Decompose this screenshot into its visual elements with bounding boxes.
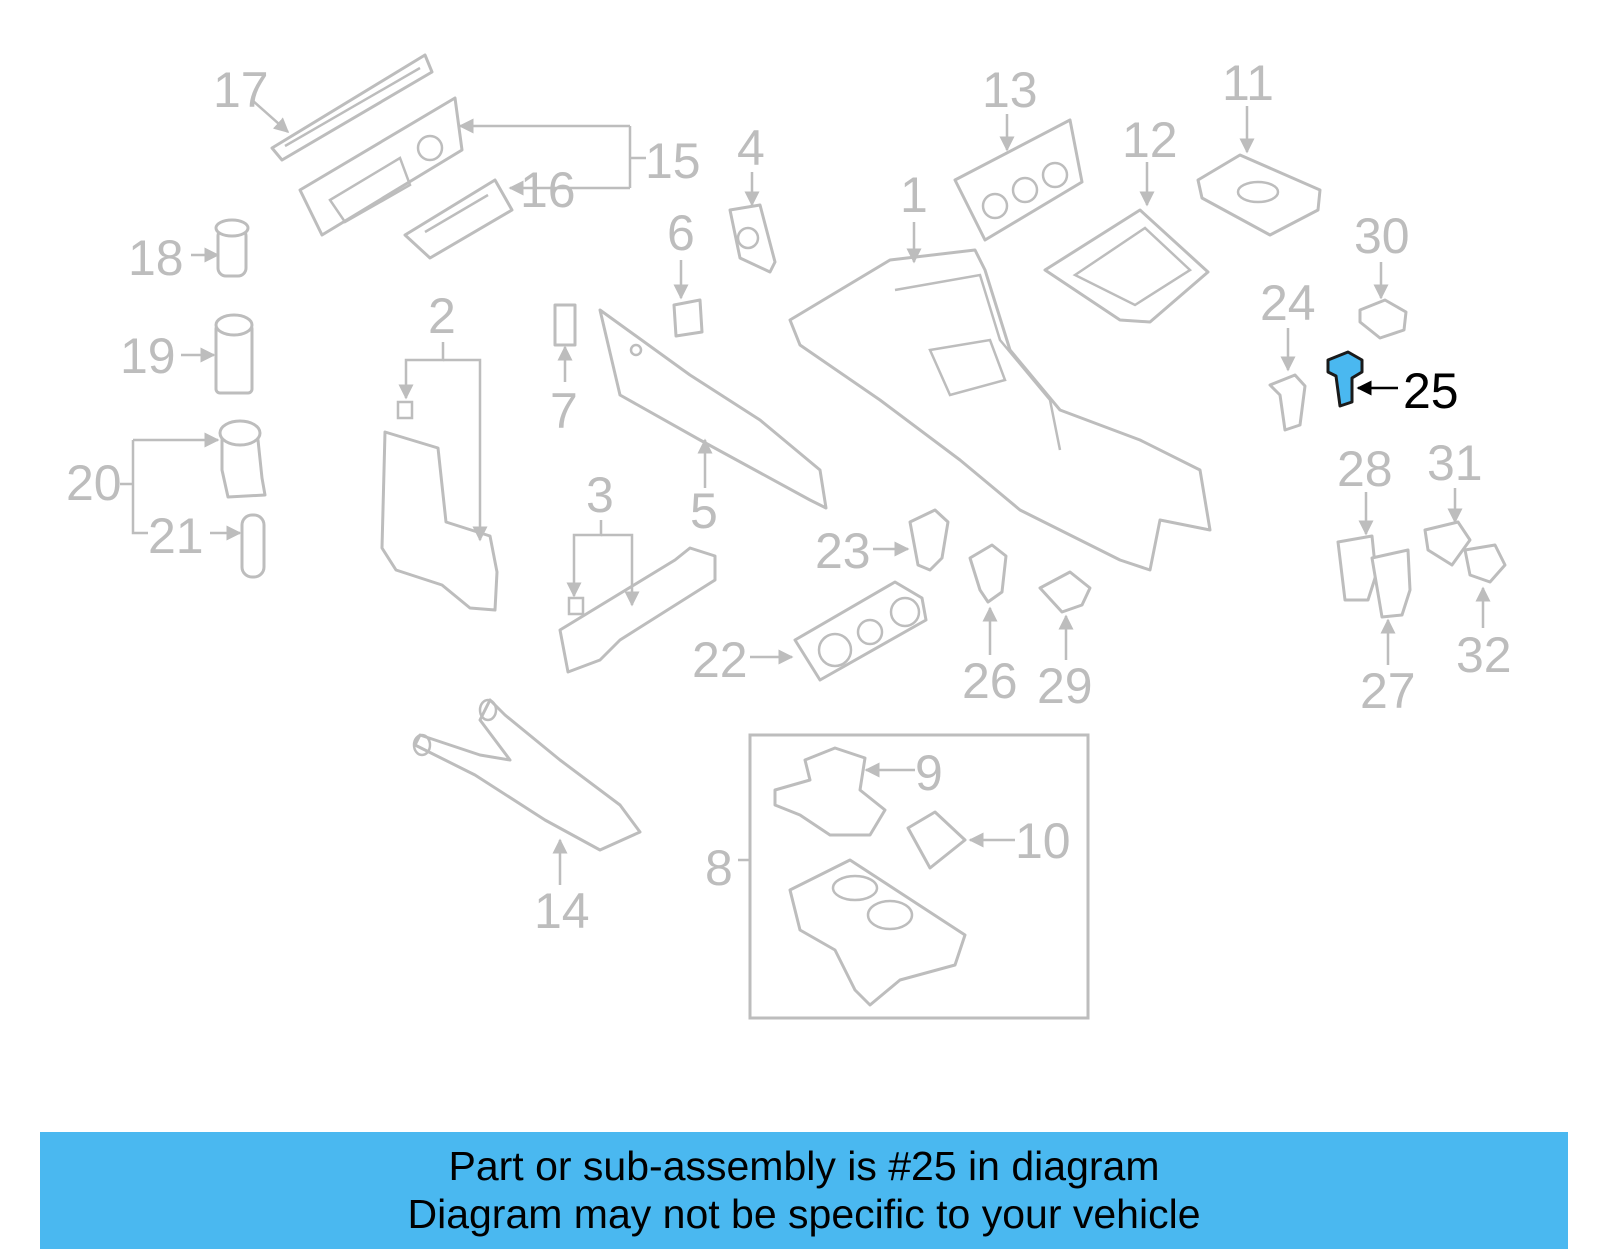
part-2-side-panel[interactable] [380, 400, 499, 612]
callout-27: 27 [1360, 663, 1416, 719]
part-1-center-console[interactable] [788, 248, 1212, 572]
part-17-trim-strip[interactable] [270, 53, 434, 162]
part-30-switch[interactable] [1358, 298, 1408, 340]
callout-23: 23 [815, 523, 871, 579]
part-21-cap[interactable] [240, 513, 266, 579]
callouts: 17 15 16 18 19 20 21 4 6 7 2 3 5 1 13 12… [66, 55, 1512, 939]
part-20-socket[interactable] [218, 419, 267, 499]
part-8-cupholder[interactable] [788, 858, 967, 1007]
part-31-switch[interactable] [1423, 520, 1472, 567]
callout-8: 8 [705, 840, 733, 896]
part-5-side-trim[interactable] [598, 308, 828, 510]
part-3-bracket[interactable] [558, 546, 717, 674]
part-10-insert[interactable] [906, 810, 967, 870]
info-banner: Part or sub-assembly is #25 in diagram D… [40, 1132, 1568, 1249]
part-26-switch[interactable] [968, 543, 1008, 604]
part-4-bracket[interactable] [728, 203, 777, 274]
part-15-switch-panel[interactable] [298, 96, 464, 237]
part-25-switch-highlighted[interactable] [1326, 350, 1364, 408]
callout-12: 12 [1122, 112, 1178, 168]
callout-26: 26 [962, 653, 1018, 709]
callout-2: 2 [428, 288, 456, 344]
part-28-switch[interactable] [1336, 534, 1378, 602]
callout-24: 24 [1260, 275, 1316, 331]
part-11-boot-frame[interactable] [1196, 153, 1322, 237]
part-14-air-duct[interactable] [412, 698, 642, 852]
callout-5: 5 [690, 483, 718, 539]
callout-19: 19 [120, 328, 176, 384]
callout-20: 20 [66, 455, 122, 511]
part-27-switch[interactable] [1370, 548, 1412, 619]
part-18-clip[interactable] [214, 218, 250, 278]
part-9-cupholder-mat[interactable] [773, 746, 887, 837]
banner-line-1: Part or sub-assembly is #25 in diagram [448, 1143, 1160, 1189]
part-12-shifter-bezel[interactable] [1043, 208, 1210, 324]
callout-13: 13 [982, 62, 1038, 118]
callout-15: 15 [645, 133, 701, 189]
callout-4: 4 [737, 120, 765, 176]
callout-32: 32 [1456, 627, 1512, 683]
part-8-cupholder-group[interactable] [748, 733, 1090, 1020]
callout-18: 18 [128, 230, 184, 286]
callout-22: 22 [692, 632, 748, 688]
callout-21: 21 [148, 508, 204, 564]
leader-lines [120, 99, 1491, 885]
part-19-socket[interactable] [214, 313, 254, 395]
part-32-switch[interactable] [1463, 543, 1507, 584]
callout-7: 7 [550, 383, 578, 439]
callout-11: 11 [1222, 55, 1274, 111]
callout-16: 16 [520, 162, 576, 218]
part-23-switch[interactable] [908, 508, 950, 572]
callout-6: 6 [667, 205, 695, 261]
callout-30: 30 [1354, 208, 1410, 264]
callout-1: 1 [900, 167, 928, 223]
callout-3: 3 [586, 467, 614, 523]
part-24-switch[interactable] [1268, 373, 1307, 432]
part-29-switch[interactable] [1038, 570, 1092, 614]
part-13-climate-panel[interactable] [953, 118, 1084, 242]
callout-9: 9 [915, 745, 943, 801]
callout-17: 17 [213, 62, 269, 118]
callout-28: 28 [1337, 441, 1393, 497]
banner-line-2: Diagram may not be specific to your vehi… [407, 1191, 1201, 1237]
callout-10: 10 [1015, 813, 1071, 869]
callout-31: 31 [1427, 435, 1483, 491]
callout-14: 14 [534, 883, 590, 939]
callout-25: 25 [1403, 363, 1459, 419]
part-6-clip[interactable] [672, 298, 704, 338]
callout-29: 29 [1037, 658, 1093, 714]
part-7-pad[interactable] [553, 303, 577, 347]
part-22-heater-control[interactable] [793, 580, 928, 682]
part-16-bezel[interactable] [403, 178, 514, 260]
